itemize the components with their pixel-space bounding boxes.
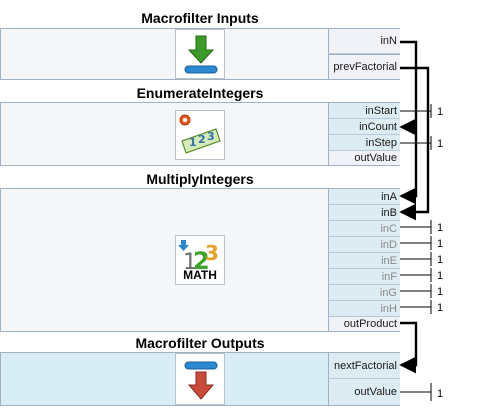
- multiply-integers-block[interactable]: 1 2 3 MATH inA inB inC inD inE inF inG i…: [0, 188, 400, 332]
- const-bracket-inH: [400, 300, 432, 314]
- svg-text:3: 3: [207, 130, 215, 143]
- port-in-inD[interactable]: inD: [328, 237, 400, 253]
- math-icon: 1 2 3 MATH: [175, 235, 225, 285]
- const-multiply-inC[interactable]: 1: [437, 222, 444, 234]
- const-multiply-inE[interactable]: 1: [437, 254, 444, 266]
- wire-outProduct-to-nextFactorial: [399, 321, 418, 374]
- port-out-outValue[interactable]: outValue: [328, 151, 400, 165]
- const-bracket-inC: [400, 220, 432, 234]
- svg-text:3: 3: [205, 241, 219, 265]
- port-in-inE[interactable]: inE: [328, 253, 400, 269]
- const-bracket-inE: [400, 252, 432, 266]
- const-bracket-inG: [400, 284, 432, 298]
- svg-text:1: 1: [183, 250, 197, 275]
- port-in-inCount[interactable]: inCount: [328, 119, 400, 135]
- const-enumerate-inStart[interactable]: 1: [437, 106, 444, 118]
- inputs-title: Macrofilter Inputs: [141, 10, 259, 26]
- const-multiply-inH[interactable]: 1: [437, 302, 444, 314]
- port-out-inN[interactable]: inN: [328, 29, 400, 54]
- port-in-inF[interactable]: inF: [328, 269, 400, 285]
- port-in-inA[interactable]: inA: [328, 189, 400, 205]
- const-outputs-outValue[interactable]: 1: [437, 388, 444, 400]
- macrofilter-inputs-block[interactable]: inN prevFactorial: [0, 28, 400, 80]
- const-bracket-inStep: [400, 136, 432, 150]
- port-in-inStart[interactable]: inStart: [328, 103, 400, 119]
- enumerate-integers-icon: 1 2 3: [175, 110, 225, 160]
- const-multiply-inD[interactable]: 1: [437, 238, 444, 250]
- green-down-arrow-icon: [175, 29, 225, 79]
- const-bracket-inStart: [400, 104, 432, 118]
- const-multiply-inG[interactable]: 1: [437, 286, 444, 298]
- const-bracket-outValue: [400, 383, 432, 401]
- const-multiply-inF[interactable]: 1: [437, 270, 444, 282]
- port-in-inStep[interactable]: inStep: [328, 135, 400, 151]
- const-bracket-inF: [400, 268, 432, 282]
- wire-prevFactorial-to-inB: [399, 66, 430, 221]
- port-out-outProduct[interactable]: outProduct: [328, 317, 400, 331]
- const-bracket-inD: [400, 236, 432, 250]
- port-in-nextFactorial[interactable]: nextFactorial: [328, 353, 400, 379]
- red-down-arrow-icon: [175, 353, 225, 405]
- const-enumerate-inStep[interactable]: 1: [437, 138, 444, 150]
- svg-text:1: 1: [189, 136, 197, 149]
- multiply-title: MultiplyIntegers: [146, 171, 254, 187]
- outputs-title: Macrofilter Outputs: [135, 335, 265, 351]
- port-in-inB[interactable]: inB: [328, 205, 400, 221]
- port-out-prevFactorial[interactable]: prevFactorial: [328, 54, 400, 79]
- macrofilter-outputs-block[interactable]: nextFactorial outValue: [0, 352, 400, 406]
- math-label: MATH: [183, 268, 217, 282]
- port-in-outputs-outValue[interactable]: outValue: [328, 379, 400, 405]
- port-in-inH[interactable]: inH: [328, 301, 400, 317]
- svg-text:2: 2: [198, 133, 206, 146]
- enumerate-integers-block[interactable]: 1 2 3 inStart inCount inStep outValue: [0, 102, 400, 166]
- port-in-inG[interactable]: inG: [328, 285, 400, 301]
- svg-text:2: 2: [193, 247, 210, 275]
- enumerate-title: EnumerateIntegers: [136, 85, 264, 101]
- port-in-inC[interactable]: inC: [328, 221, 400, 237]
- wire-inN-to-inA: [399, 40, 418, 205]
